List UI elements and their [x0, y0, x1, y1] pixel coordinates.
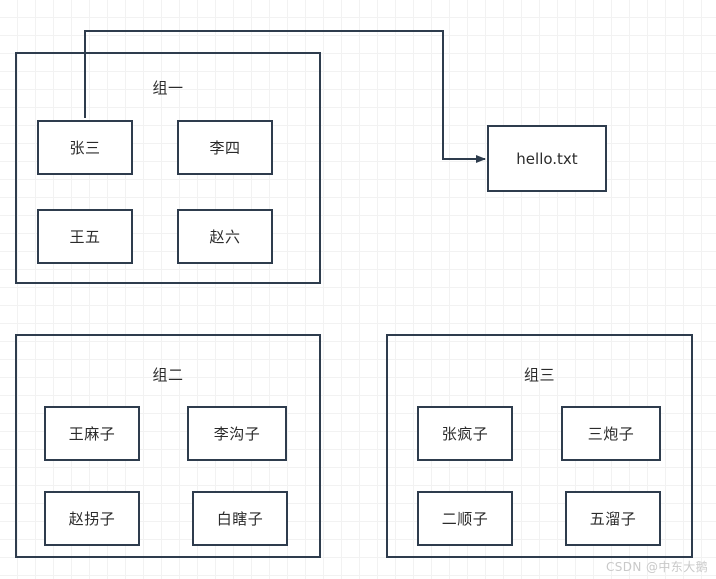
group-title-two: 组二 [152, 366, 184, 384]
group-title-three: 组三 [523, 366, 555, 384]
person-node-lisi[interactable]: 李四 [177, 120, 273, 175]
person-label: 赵六 [209, 228, 241, 246]
person-label: 赵拐子 [68, 510, 116, 528]
person-node-ligouzi[interactable]: 李沟子 [187, 406, 287, 461]
person-node-wuliuzi[interactable]: 五溜子 [565, 491, 661, 546]
file-node-label: hello.txt [516, 149, 578, 168]
person-node-wangmazi[interactable]: 王麻子 [44, 406, 140, 461]
person-label: 李四 [209, 139, 241, 157]
person-node-zhangsan[interactable]: 张三 [37, 120, 133, 175]
person-node-zhaoguaizi[interactable]: 赵拐子 [44, 491, 140, 546]
person-label: 三炮子 [587, 425, 635, 443]
person-label: 王五 [69, 228, 101, 246]
person-node-ershunzi[interactable]: 二顺子 [417, 491, 513, 546]
person-label: 白瞎子 [216, 510, 264, 528]
group-title-one: 组一 [152, 79, 184, 97]
person-node-zhangfengzi[interactable]: 张疯子 [417, 406, 513, 461]
person-label: 王麻子 [68, 425, 116, 443]
person-node-zhaoliu[interactable]: 赵六 [177, 209, 273, 264]
watermark: CSDN @中东大鹅 [605, 560, 708, 574]
person-node-baixiazi[interactable]: 白瞎子 [192, 491, 288, 546]
person-label: 五溜子 [589, 510, 637, 528]
person-node-wangwu[interactable]: 王五 [37, 209, 133, 264]
person-node-sanpaozi[interactable]: 三炮子 [561, 406, 661, 461]
person-label: 张三 [69, 139, 101, 157]
person-label: 二顺子 [441, 510, 489, 528]
group-container-two[interactable]: 组二 王麻子 李沟子 赵拐子 白瞎子 [15, 334, 321, 558]
person-label: 张疯子 [441, 425, 489, 443]
group-container-one[interactable]: 组一 张三 李四 王五 赵六 [15, 52, 321, 284]
group-container-three[interactable]: 组三 张疯子 三炮子 二顺子 五溜子 [386, 334, 693, 558]
person-label: 李沟子 [213, 425, 261, 443]
file-node-hello-txt[interactable]: hello.txt [487, 125, 607, 192]
